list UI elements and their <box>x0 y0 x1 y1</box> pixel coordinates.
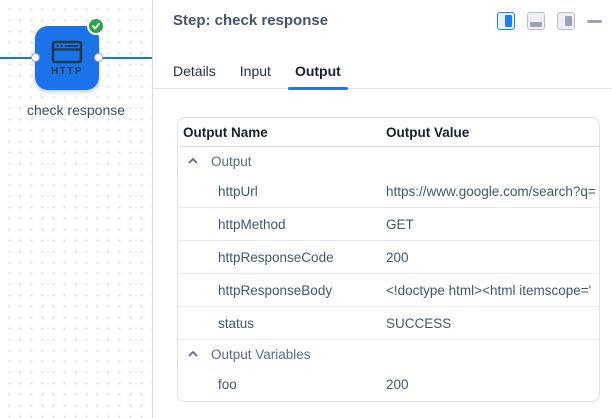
group-label: Output <box>211 153 252 169</box>
input-port[interactable] <box>31 53 40 62</box>
output-row: httpUrl https://www.google.com/search?q= <box>178 175 599 208</box>
panel-bottom-layout-icon[interactable] <box>527 12 545 30</box>
chevron-up-icon[interactable] <box>187 155 199 167</box>
output-port[interactable] <box>94 53 103 62</box>
group-row[interactable]: Output <box>178 147 599 175</box>
output-value: SUCCESS <box>386 315 452 331</box>
output-name: httpResponseBody <box>218 282 333 298</box>
panel-right-layout-icon[interactable] <box>497 12 515 30</box>
output-value: 200 <box>386 377 409 392</box>
tab-details[interactable]: Details <box>173 63 216 79</box>
output-name: httpUrl <box>218 183 258 199</box>
tab-input[interactable]: Input <box>239 63 271 79</box>
output-name: httpResponseCode <box>218 249 334 265</box>
workflow-canvas[interactable]: HTTP check response <box>0 0 152 418</box>
output-value: GET <box>386 216 414 232</box>
tab-bar: Details Input Output <box>153 54 612 90</box>
output-name: status <box>218 315 255 331</box>
output-row: httpResponseCode 200 <box>178 241 599 274</box>
output-value: https://www.google.com/search?q= <box>386 183 596 199</box>
output-row: httpResponseBody <!doctype html><html ite… <box>178 274 599 307</box>
column-output-name: Output Name <box>183 124 268 140</box>
group-label: Output Variables <box>211 346 311 362</box>
table-header-row: Output Name Output Value <box>178 118 599 147</box>
tab-output[interactable]: Output <box>287 54 348 90</box>
minimize-icon[interactable] <box>587 19 602 23</box>
output-row: foo 200 <box>178 368 599 401</box>
output-value: <!doctype html><html itemscope=' <box>386 282 592 298</box>
browser-window-icon <box>51 40 83 63</box>
output-table-body: Output httpUrl https://www.google.com/sear… <box>178 147 599 401</box>
output-value: 200 <box>386 249 409 265</box>
node-label: check response <box>26 102 126 118</box>
group-row[interactable]: Output Variables <box>178 340 599 368</box>
panel-divider <box>152 0 153 418</box>
output-name: httpMethod <box>218 216 286 232</box>
chevron-up-icon[interactable] <box>187 348 199 360</box>
http-step-node[interactable]: HTTP <box>35 26 99 90</box>
panel-title: Step: check response <box>173 12 329 29</box>
success-check-icon <box>87 17 105 35</box>
http-icon-label: HTTP <box>50 65 84 77</box>
output-name: foo <box>218 377 237 392</box>
output-row: httpMethod GET <box>178 208 599 241</box>
column-output-value: Output Value <box>386 124 470 140</box>
output-row: status SUCCESS <box>178 307 599 340</box>
panel-float-layout-icon[interactable] <box>557 12 575 30</box>
step-detail-panel: Step: check response Details Input Outpu… <box>153 0 612 418</box>
panel-controls <box>497 12 602 30</box>
